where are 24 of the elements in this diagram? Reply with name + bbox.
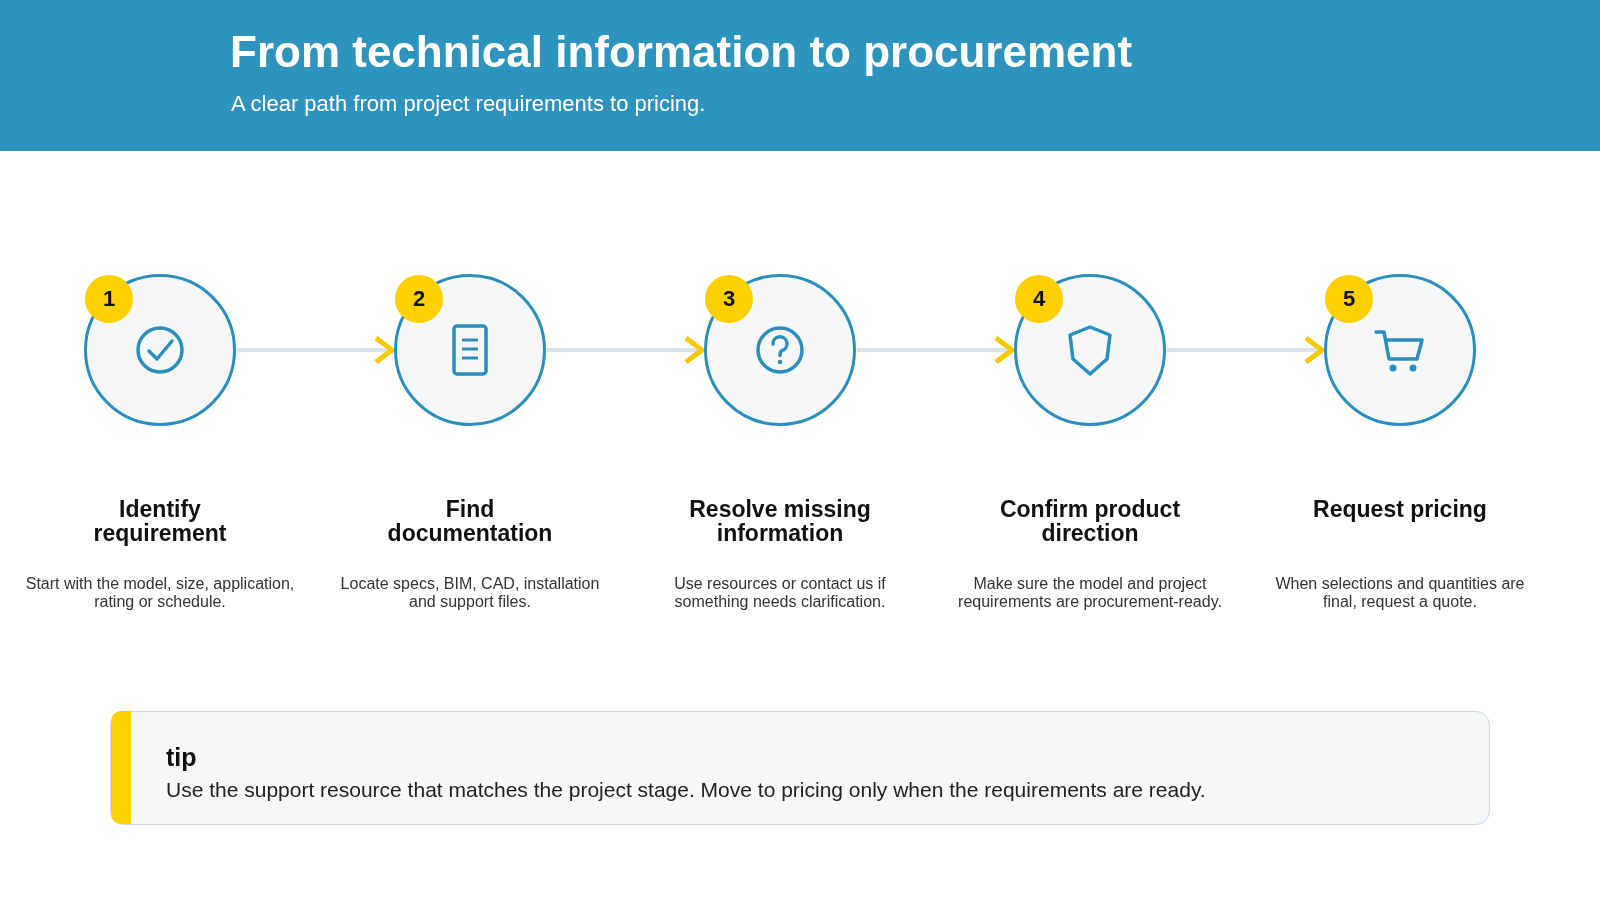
step-number: 5: [1325, 275, 1373, 323]
arrow: [857, 335, 1015, 365]
step-number: 3: [705, 275, 753, 323]
step-description: Use resources or contact us if something needs clarification.: [673, 575, 887, 611]
step-title: Request pricing: [1312, 497, 1488, 521]
tip-heading: tip: [166, 742, 197, 772]
arrow: [237, 335, 395, 365]
arrow: [547, 335, 705, 365]
step-title: Find documentation: [386, 497, 554, 545]
step-description: Make sure the model and project requirements are procurement-ready.: [957, 575, 1223, 611]
step-title: Identify requirement: [92, 497, 228, 545]
step-number: 4: [1015, 275, 1063, 323]
step-number: 2: [395, 275, 443, 323]
step-description: Locate specs, BIM, CAD, installation and support files.: [339, 575, 601, 611]
step-description: When selections and quantities are final, request a quote.: [1274, 575, 1526, 611]
step-number: 1: [85, 275, 133, 323]
arrow: [1167, 335, 1325, 365]
step-title: Resolve missing information: [688, 497, 872, 545]
step-description: Start with the model, size, application, rating or schedule.: [25, 575, 295, 611]
subtitle: A clear path from project requirements to pricing.: [231, 90, 706, 118]
step-title: Confirm product direction: [998, 497, 1182, 545]
tip-card: [110, 711, 1490, 825]
title: From technical information to procurement: [230, 26, 1133, 78]
tip-text: Use the support resource that matches the project stage. Move to pricing only when the requirements are ready.: [166, 777, 1206, 803]
